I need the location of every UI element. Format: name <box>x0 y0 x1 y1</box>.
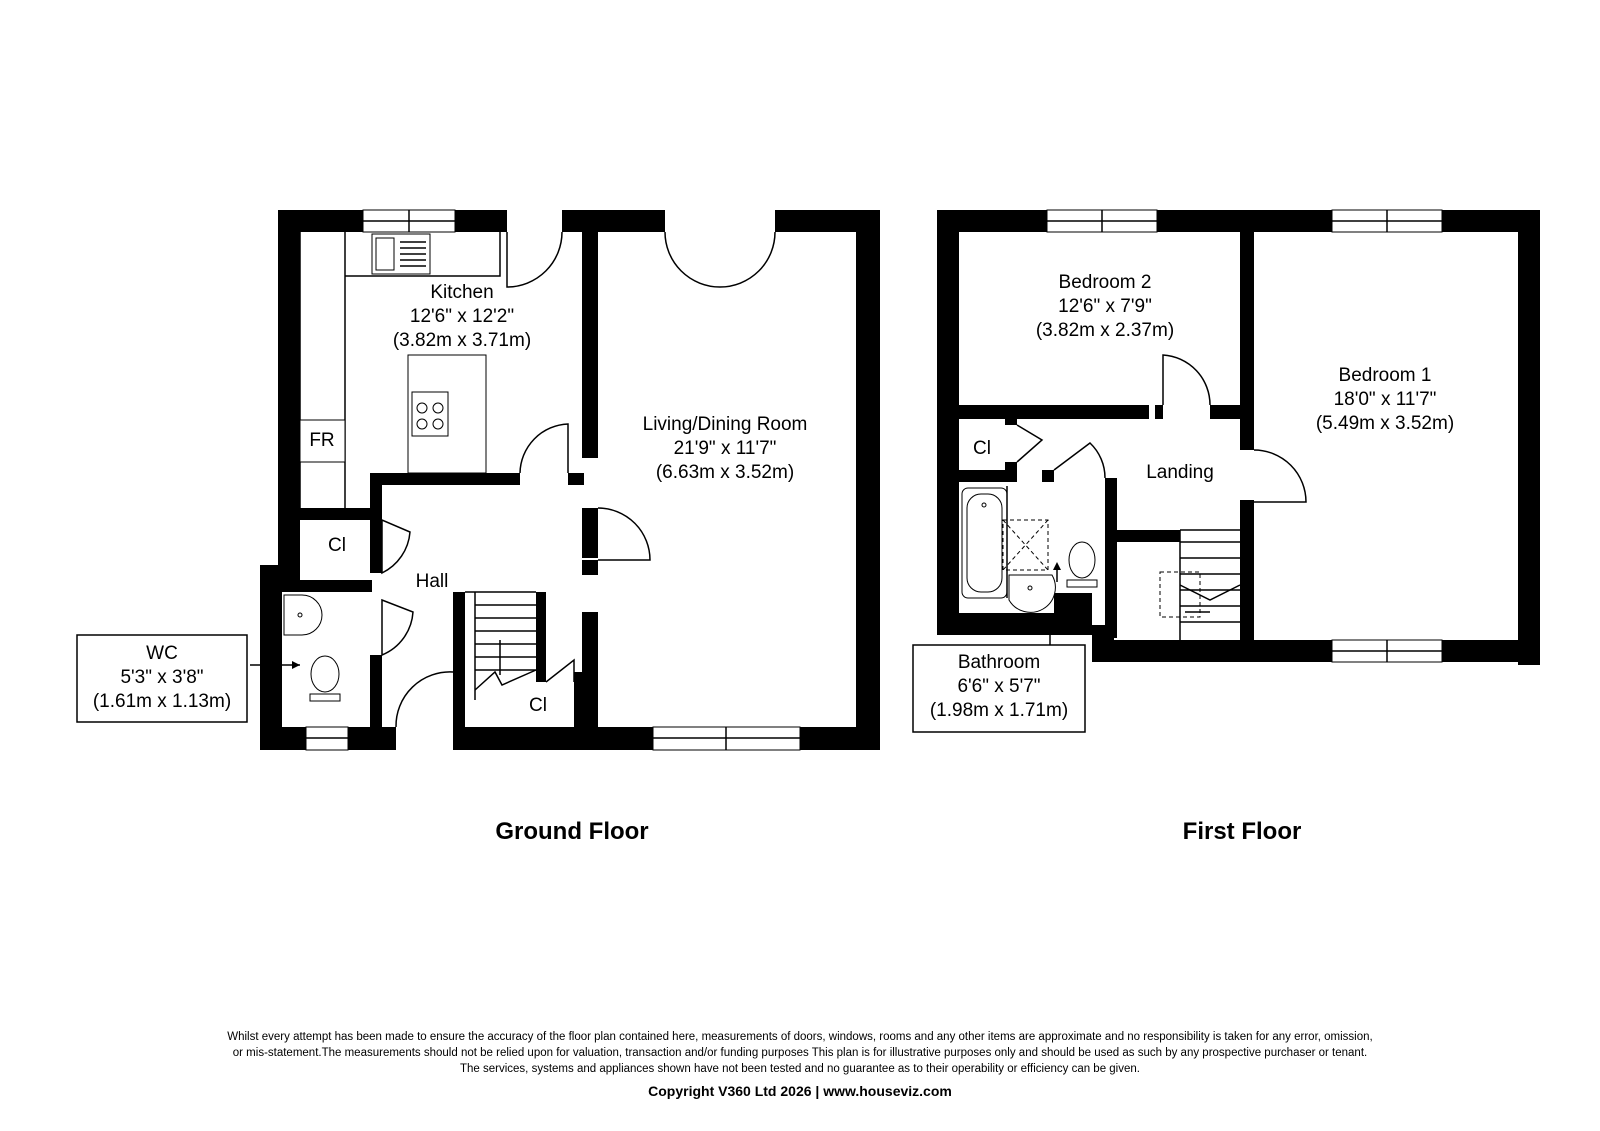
kitchen-name: Kitchen <box>430 282 493 303</box>
bedroom-2-imperial: 12'6" x 7'9" <box>1058 296 1152 317</box>
kitchen-imperial: 12'6" x 12'2" <box>410 306 514 327</box>
wc-name: WC <box>146 643 178 664</box>
disclaimer-line-1: Whilst every attempt has been made to en… <box>227 1031 1373 1043</box>
bedroom-2-name: Bedroom 2 <box>1059 272 1152 293</box>
disclaimer-line-2: or mis-statement.The measurements should… <box>232 1047 1368 1059</box>
cupboard-label-hall: Cl <box>328 535 346 556</box>
landing-name: Landing <box>1146 462 1214 483</box>
kitchen-fixtures <box>299 232 501 508</box>
cupboard-label-first-floor: Cl <box>973 438 991 459</box>
living-dining-metric: (6.63m x 3.52m) <box>656 462 794 483</box>
first-floor-stairs <box>1159 529 1241 640</box>
ground-floor-inner-walls <box>282 228 598 732</box>
bathroom-label-box <box>912 644 1086 733</box>
ground-floor-title: Ground Floor <box>495 818 648 845</box>
first-floor-title: First Floor <box>1183 818 1302 845</box>
ground-floor-stairs <box>465 591 537 700</box>
bathroom-fixtures <box>961 486 1098 613</box>
living-dining-imperial: 21'9" x 11'7" <box>674 438 777 459</box>
ground-floor-plan: Kitchen 12'6" x 12'2" (3.82m x 3.71m) Li… <box>76 209 880 845</box>
bathroom-name: Bathroom <box>958 652 1040 673</box>
hall-name: Hall <box>416 571 449 592</box>
disclaimer-text: Whilst every attempt has been made to en… <box>100 1029 1500 1077</box>
kitchen-metric: (3.82m x 3.71m) <box>393 330 531 351</box>
first-floor-plan: Bedroom 2 12'6" x 7'9" (3.82m x 2.37m) B… <box>912 209 1540 845</box>
ground-floor-outer-walls <box>260 210 880 750</box>
bathroom-metric: (1.98m x 1.71m) <box>930 700 1068 721</box>
bedroom-1-metric: (5.49m x 3.52m) <box>1316 413 1454 434</box>
bedroom-1-name: Bedroom 1 <box>1339 365 1432 386</box>
fridge-label: FR <box>309 430 334 451</box>
cupboard-label-stairs: Cl <box>529 695 547 716</box>
living-dining-name: Living/Dining Room <box>643 414 808 435</box>
wc-label-box <box>76 634 248 723</box>
wc-fixtures <box>250 594 341 702</box>
ground-floor-doors <box>381 231 776 728</box>
first-floor-doors <box>1016 354 1307 503</box>
wc-metric: (1.61m x 1.13m) <box>93 691 231 712</box>
wc-imperial: 5'3" x 3'8" <box>120 667 203 688</box>
first-floor-windows <box>1046 209 1443 663</box>
disclaimer-line-3: The services, systems and appliances sho… <box>460 1063 1140 1075</box>
ground-floor-windows <box>305 209 801 751</box>
first-floor-outer-walls <box>937 210 1540 665</box>
bedroom-1-imperial: 18'0" x 11'7" <box>1334 389 1437 410</box>
first-floor-inner-walls <box>959 228 1254 645</box>
bedroom-2-metric: (3.82m x 2.37m) <box>1036 320 1174 341</box>
bathroom-imperial: 6'6" x 5'7" <box>957 676 1040 697</box>
copyright-text: Copyright V360 Ltd 2026 | www.houseviz.c… <box>648 1083 952 1099</box>
